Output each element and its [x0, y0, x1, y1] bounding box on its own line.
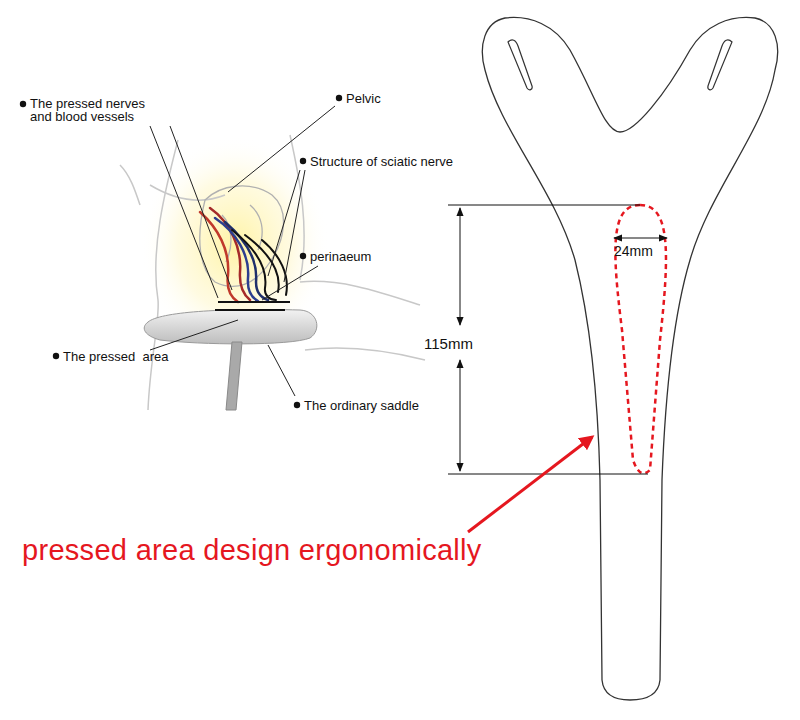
callout-label: The pressed area [63, 349, 169, 364]
leg-outline [300, 281, 420, 305]
saddle-outline [482, 17, 777, 700]
bullet [336, 95, 342, 101]
bullet [53, 353, 59, 359]
extension-line [448, 205, 640, 206]
bullet [294, 402, 300, 408]
ordinary-saddle [144, 310, 317, 344]
callout-label: Structure of sciatic nerve [310, 154, 453, 169]
sciatic-nerve [232, 230, 276, 300]
body-illustration [120, 135, 425, 410]
leader-lines [150, 106, 335, 396]
callout-label: perinaeum [310, 249, 371, 264]
extension-line [448, 474, 648, 475]
dimension-arrow [460, 360, 461, 471]
pointer-arrow [468, 437, 592, 532]
leader-line [228, 106, 335, 192]
bullet [300, 253, 306, 259]
dimension-label: 115mm [424, 335, 473, 352]
dimension-lines [448, 205, 667, 474]
dimension-arrow [460, 208, 461, 325]
pressed-area-line [218, 301, 290, 303]
blood-vessel [215, 218, 258, 301]
dimension-label: 24mm [614, 243, 653, 259]
leader-line [170, 126, 232, 290]
seat-post [226, 342, 242, 410]
leader-line [284, 170, 305, 282]
leader-line [150, 126, 218, 298]
sciatic-nerve [245, 235, 279, 292]
dimension-arrow [614, 238, 667, 239]
pressure-glow [140, 135, 330, 355]
body-outline [148, 140, 178, 410]
leader-line [262, 266, 318, 300]
bullet [300, 158, 306, 164]
callout-label: The ordinary saddle [304, 398, 419, 413]
leg-outline [305, 348, 425, 360]
leader-line [150, 320, 238, 350]
saddle-slot [508, 40, 532, 90]
pressed-area-line [215, 309, 285, 311]
callout-text: pressed area design ergonomically [22, 534, 482, 567]
leader-line [268, 345, 295, 396]
pelvis-bone [200, 186, 284, 286]
saddle-slot [708, 40, 732, 90]
bullet [20, 101, 26, 107]
callout-label: The pressed nerves and blood vessels [30, 97, 158, 123]
bullets [20, 95, 342, 408]
callout-label: Pelvic [346, 91, 381, 106]
arm-outline [120, 165, 140, 205]
